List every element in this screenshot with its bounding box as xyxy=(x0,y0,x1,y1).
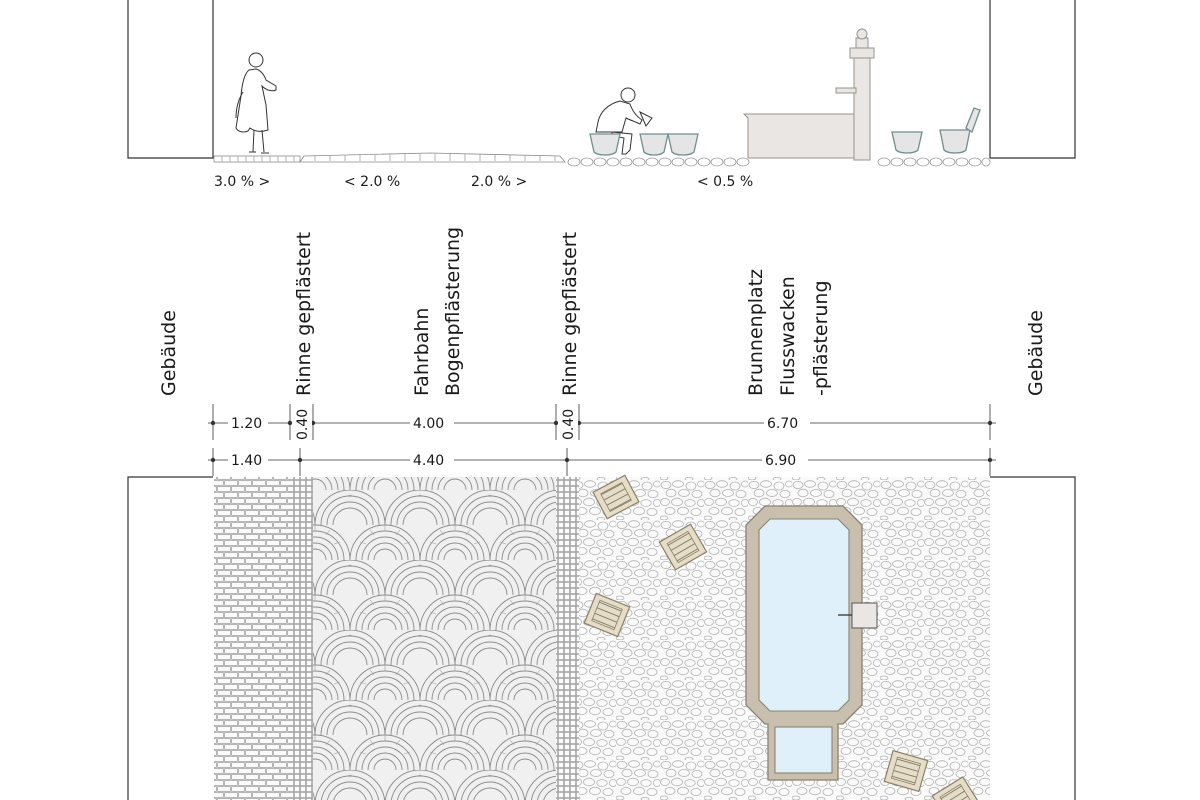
plan-gutter-right xyxy=(556,477,579,800)
section-building-left xyxy=(127,0,214,159)
zone-label-brunnenplatz-line1: Brunnenplatz xyxy=(745,269,767,396)
slope-label-3: 2.0 % > xyxy=(471,174,527,190)
zone-label-fahrbahn-line2: Bogenpflästerung xyxy=(442,227,464,396)
plan-building-left xyxy=(127,476,213,800)
dim-label-6-90: 6.90 xyxy=(765,453,796,469)
plan-view xyxy=(127,474,1076,800)
slope-label-2: < 2.0 % xyxy=(344,174,400,190)
zone-label-gebaeude-left: Gebäude xyxy=(158,310,180,396)
standing-person-figure xyxy=(235,52,277,154)
zone-label-rinne-right: Rinne gepflästert xyxy=(559,232,581,396)
plan-roadway-fan-paving xyxy=(313,477,556,800)
dimension-row-1 xyxy=(208,404,996,440)
plan-fountain-basin xyxy=(745,505,878,781)
plan-building-right xyxy=(990,476,1076,800)
dim-label-1-40: 1.40 xyxy=(231,453,262,469)
dim-label-4-40: 4.40 xyxy=(413,453,444,469)
section-bench-right-group xyxy=(891,107,981,154)
plan-bench-4 xyxy=(883,749,929,793)
cross-section: 3.0 % > < 2.0 % 2.0 % > < 0.5 % xyxy=(127,0,1076,190)
zone-labels: Gebäude Rinne gepflästert Fahrbahn Bogen… xyxy=(158,227,1047,396)
plan-gutter-left xyxy=(290,477,313,800)
section-bench-left-group xyxy=(589,133,699,156)
dim-label-0-40-left: 0.40 xyxy=(295,409,311,440)
dim-label-1-20: 1.20 xyxy=(231,416,262,432)
section-building-right xyxy=(989,0,1076,159)
dim-label-6-70: 6.70 xyxy=(767,416,798,432)
plan-sidewalk-brick xyxy=(214,477,290,800)
section-fountain xyxy=(742,28,875,161)
seated-person-figure xyxy=(595,87,653,155)
zone-label-brunnenplatz-line2: Flusswacken xyxy=(777,276,799,396)
zone-label-fahrbahn-line1: Fahrbahn xyxy=(411,308,433,396)
section-ground-paving xyxy=(213,152,991,167)
dimension-row-2 xyxy=(208,448,996,476)
slope-label-1: 3.0 % > xyxy=(214,174,270,190)
dim-label-4-00: 4.00 xyxy=(413,416,444,432)
plan-bench-2 xyxy=(658,523,708,571)
slope-label-4: < 0.5 % xyxy=(697,174,753,190)
zone-label-brunnenplatz-line3: -pflästerung xyxy=(810,280,832,396)
dim-label-0-40-right: 0.40 xyxy=(561,409,577,440)
plan-bench-1 xyxy=(592,474,640,520)
zone-label-rinne-left: Rinne gepflästert xyxy=(293,232,315,396)
zone-label-gebaeude-right: Gebäude xyxy=(1025,310,1047,396)
plan-bench-3 xyxy=(583,592,631,638)
plan-bench-5 xyxy=(931,776,981,800)
